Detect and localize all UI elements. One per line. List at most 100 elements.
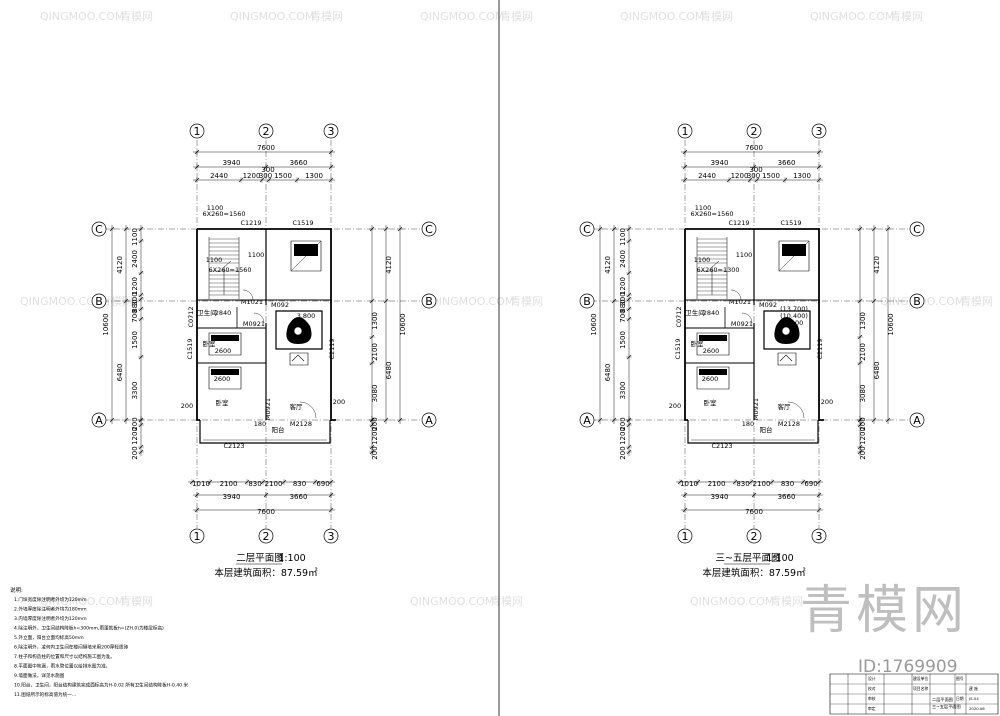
- note-item: 10.阳台，卫生间，阳台结构建筑完成面标高为H-0.02 所有卫生间结构降板H-…: [14, 682, 189, 689]
- grid-bubble: [190, 124, 204, 138]
- dim-top-fine: 1500: [762, 172, 780, 180]
- grid-row-label: B: [95, 295, 103, 308]
- window-tag-c1219: C1219: [240, 219, 261, 227]
- window-tag: C2119: [328, 338, 336, 359]
- dim-bottom-fine: 2100: [753, 480, 771, 488]
- dim-left-fine: 300: [619, 292, 627, 305]
- note-item: 5.外立面，阳台立面均标高50mm: [14, 634, 84, 641]
- outer-wall: [685, 229, 824, 420]
- dim-bottom-fine: 830: [736, 480, 749, 488]
- title-block-cell: 建设单位: [913, 676, 928, 681]
- note-item: 8.平面图中地漏，雨水管位置以给排水图为准。: [14, 663, 110, 670]
- bed: [209, 333, 241, 355]
- stair-dim: 1100: [206, 256, 223, 264]
- door-tag: M0921: [731, 320, 753, 328]
- dim-left-fine: 1200: [619, 277, 627, 295]
- dim-top-fine: 1200: [243, 172, 261, 180]
- title-block-cell: 建 施: [969, 686, 978, 691]
- grid-column-label: 3: [328, 125, 335, 138]
- dim-left-bottom: 1200: [131, 427, 139, 445]
- door-swing: [254, 313, 264, 323]
- dim-left-fine: 1100: [131, 228, 139, 246]
- dim-left-fine: 880: [131, 299, 139, 312]
- door-tag: M2128: [778, 420, 800, 428]
- dim-top-fine: 2440: [698, 172, 716, 180]
- stair-dim: 6X260=1560: [209, 266, 252, 274]
- room-label-balcony: 阳台: [272, 425, 285, 434]
- dim-left-fine: 1100: [619, 228, 627, 246]
- armchair-mark: [780, 355, 792, 361]
- dim-left-fine: 2400: [619, 250, 627, 268]
- level-mark: 3.800: [297, 312, 316, 320]
- grid-column-label: 2: [751, 125, 758, 138]
- grid-row-label: C: [425, 223, 433, 236]
- door-swing: [243, 290, 253, 300]
- grid-bubble: [324, 124, 338, 138]
- plan-area: 本层建筑面积：87.59㎡: [702, 567, 806, 579]
- fixture-fill: [782, 244, 806, 256]
- level-mark: 7.100: [785, 319, 804, 327]
- stair-arrow: [712, 261, 719, 295]
- grid-row-label: C: [913, 223, 921, 236]
- window-tag: C2123: [223, 442, 244, 450]
- dim-bottom-mid: 3660: [778, 493, 796, 501]
- dim-left-mid: 6480: [604, 364, 612, 382]
- balcony-wall: [688, 420, 818, 443]
- dim-left-fine: 1200: [131, 277, 139, 295]
- watermark: 青模网 ID:1769909: [800, 581, 964, 677]
- grid-bubble: [747, 529, 761, 543]
- dim-top-total: 7600: [745, 144, 763, 152]
- stair-dim: 1100: [736, 251, 753, 259]
- bed-pillow: [699, 335, 727, 341]
- dim-top-total: 7600: [257, 144, 275, 152]
- door-swing: [742, 313, 752, 323]
- room-dim: 2600: [214, 375, 231, 383]
- watermark-small-url: QINGMOO.COM: [20, 295, 104, 308]
- watermark-small-url: QINGMOO.COM: [690, 595, 774, 608]
- dim-small: 180: [742, 420, 754, 428]
- window-tag: C1519: [780, 219, 801, 227]
- plan-title: 三~五层平面图: [716, 553, 781, 564]
- balcony-wall: [200, 420, 330, 443]
- dim-bottom-fine: 2100: [220, 480, 238, 488]
- dim-right-fine: 2100: [859, 343, 867, 361]
- grid-bubble: [678, 529, 692, 543]
- dim-bottom-fine: 690: [316, 480, 329, 488]
- door-tag: M092: [759, 301, 777, 309]
- dim-left-bottom: 200: [131, 446, 139, 459]
- dim-left-fine: 2400: [131, 250, 139, 268]
- title-block-cell: 校对: [868, 686, 876, 691]
- dim-left-fine: 700: [619, 309, 627, 322]
- grid-bubble: [422, 294, 436, 308]
- dim-small: 200: [821, 398, 833, 406]
- watermark-small-url: QINGMOO.COM: [230, 10, 314, 23]
- dim-left-fine: 3300: [131, 382, 139, 400]
- room-label-bedroom: 卧室: [704, 398, 718, 407]
- bed-pillow: [211, 335, 239, 341]
- dim-top-extra: 300: [749, 166, 762, 174]
- watermark-small-cn: 青模网: [510, 295, 543, 308]
- window-tag: C2119: [816, 338, 824, 359]
- grid-bubble: [190, 529, 204, 543]
- dim-bottom-fine: 830: [248, 480, 261, 488]
- dim-bottom-mid: 3940: [711, 493, 729, 501]
- living-area-box: [764, 311, 810, 349]
- room-label-bath: 卫生间: [685, 308, 705, 317]
- dim-top-fine: 2440: [210, 172, 228, 180]
- door-swing: [788, 402, 804, 418]
- dim-top-extra: 300: [261, 166, 274, 174]
- dim-left-total: 10600: [590, 313, 598, 335]
- dim-right-fine: 3080: [371, 385, 379, 403]
- dim-right-bottom: 1200: [371, 427, 379, 445]
- grid-bubble: [910, 413, 924, 427]
- window-tag: C2123: [711, 442, 732, 450]
- dim-top-mid: 3940: [711, 159, 729, 167]
- grid-column-label: 3: [816, 125, 823, 138]
- level-mark: (13.700): [780, 305, 808, 313]
- door-tag: M1021: [241, 298, 263, 306]
- title-block-name-1: 二层平面图: [932, 697, 953, 703]
- dim-small: 200: [333, 398, 345, 406]
- title-block-cell: JS-04: [968, 696, 979, 701]
- grid-row-label: A: [913, 414, 921, 427]
